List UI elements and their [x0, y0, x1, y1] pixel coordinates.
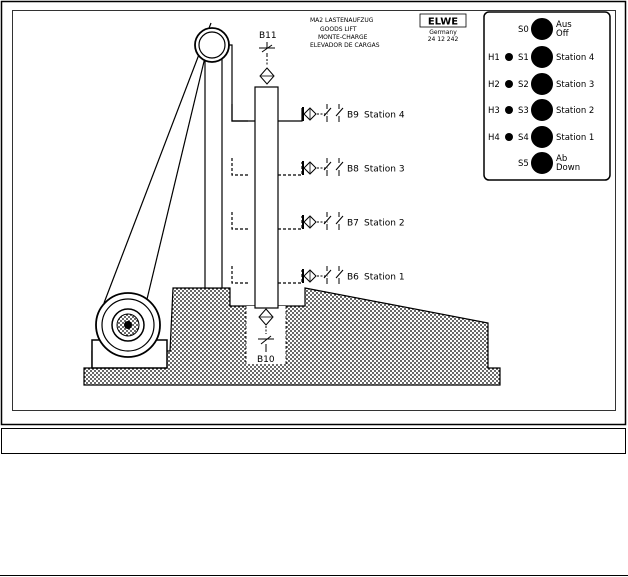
lift-cage [254, 86, 279, 309]
switch-label: S1 [518, 53, 529, 63]
station-button-3[interactable] [531, 99, 553, 121]
down-button[interactable] [531, 152, 553, 174]
motor [91, 292, 168, 369]
title-line-2: GOODS LIFT [320, 26, 357, 33]
floor-ledge [278, 216, 303, 230]
station-button-label: Station 1 [556, 133, 594, 143]
logo-box [419, 13, 467, 28]
station-button-2[interactable] [531, 73, 553, 95]
sensor-id-label: B9 [347, 111, 359, 121]
limit-switch-b11: B11 [259, 31, 277, 85]
sensor-id-label: B7 [347, 219, 359, 229]
switch-label: S3 [518, 106, 529, 116]
indicator-lamp [505, 133, 513, 141]
down-text-de: Ab [556, 154, 567, 164]
lamp-label: H2 [488, 80, 500, 90]
limit-switch-b10: B10 [257, 308, 275, 365]
station-sensors: B9 Station 4 B8 Station 3 B7 Station 2 B6 Stati… [231, 104, 405, 284]
station-label: Station 4 [364, 111, 405, 121]
top-pulley [194, 27, 230, 63]
station-button-1[interactable] [531, 46, 553, 68]
lamp-label: H1 [488, 53, 500, 63]
station-label: Station 1 [364, 273, 405, 283]
hoist-cable [229, 44, 255, 122]
floor-stub [231, 158, 248, 176]
off-text-en: Off [556, 29, 570, 39]
caption-bar [1, 428, 626, 454]
station-sensor-b7: B7 Station 2 [231, 212, 405, 230]
drawing-frame [12, 10, 616, 411]
station-button-4[interactable] [531, 126, 553, 148]
station-sensor-b6: B6 Station 1 [231, 266, 405, 284]
indicator-lamp [505, 80, 513, 88]
brand-code: 24 12 242 [428, 36, 459, 43]
station-sensor-b8: B8 Station 3 [231, 158, 405, 176]
off-text-de: Aus [556, 20, 572, 30]
station-label: Station 3 [364, 165, 405, 175]
title-line-3: MONTE-CHARGE [318, 34, 368, 41]
logo-text: ELWE [428, 17, 458, 28]
drive-belt [103, 22, 212, 346]
title-line-4: ELEVADOR DE CARGAS [310, 42, 380, 49]
control-panel [483, 11, 611, 181]
sensor-id-label: B8 [347, 165, 359, 175]
b11-label: B11 [259, 31, 277, 41]
top-pulley-inner [198, 31, 226, 59]
station-sensor-b9: B9 Station 4 [231, 104, 405, 122]
station-button-label: Station 3 [556, 80, 594, 90]
s5-label: S5 [518, 159, 529, 169]
station-label: Station 2 [364, 219, 405, 229]
off-button[interactable] [531, 18, 553, 40]
floor-stub [231, 104, 248, 122]
station-button-label: Station 4 [556, 53, 594, 63]
brand-logo: ELWE Germany 24 12 242 [419, 13, 467, 43]
floor-stub [231, 212, 248, 230]
lamp-label: H3 [488, 106, 500, 116]
s0-label: S0 [518, 25, 529, 35]
floor-ledge [278, 108, 303, 122]
switch-label: S2 [518, 80, 529, 90]
floor-ledge [278, 270, 303, 284]
sensor-id-label: B6 [347, 273, 359, 283]
brand-country: Germany [429, 29, 457, 36]
station-button-label: Station 2 [556, 106, 594, 116]
b10-label: B10 [257, 355, 275, 365]
switch-label: S4 [518, 133, 529, 143]
support-column [204, 37, 223, 289]
indicator-lamp [505, 106, 513, 114]
lamp-label: H4 [488, 133, 500, 143]
indicator-lamp [505, 53, 513, 61]
title-block: MA2 LASTENAUFZUG GOODS LIFT MONTE-CHARGE… [310, 17, 380, 49]
floor-ledge [278, 162, 303, 176]
down-text-en: Down [556, 163, 580, 173]
title-line-1: MA2 LASTENAUFZUG [310, 17, 374, 24]
floor-stub [231, 266, 248, 284]
outer-frame [0, 0, 627, 426]
